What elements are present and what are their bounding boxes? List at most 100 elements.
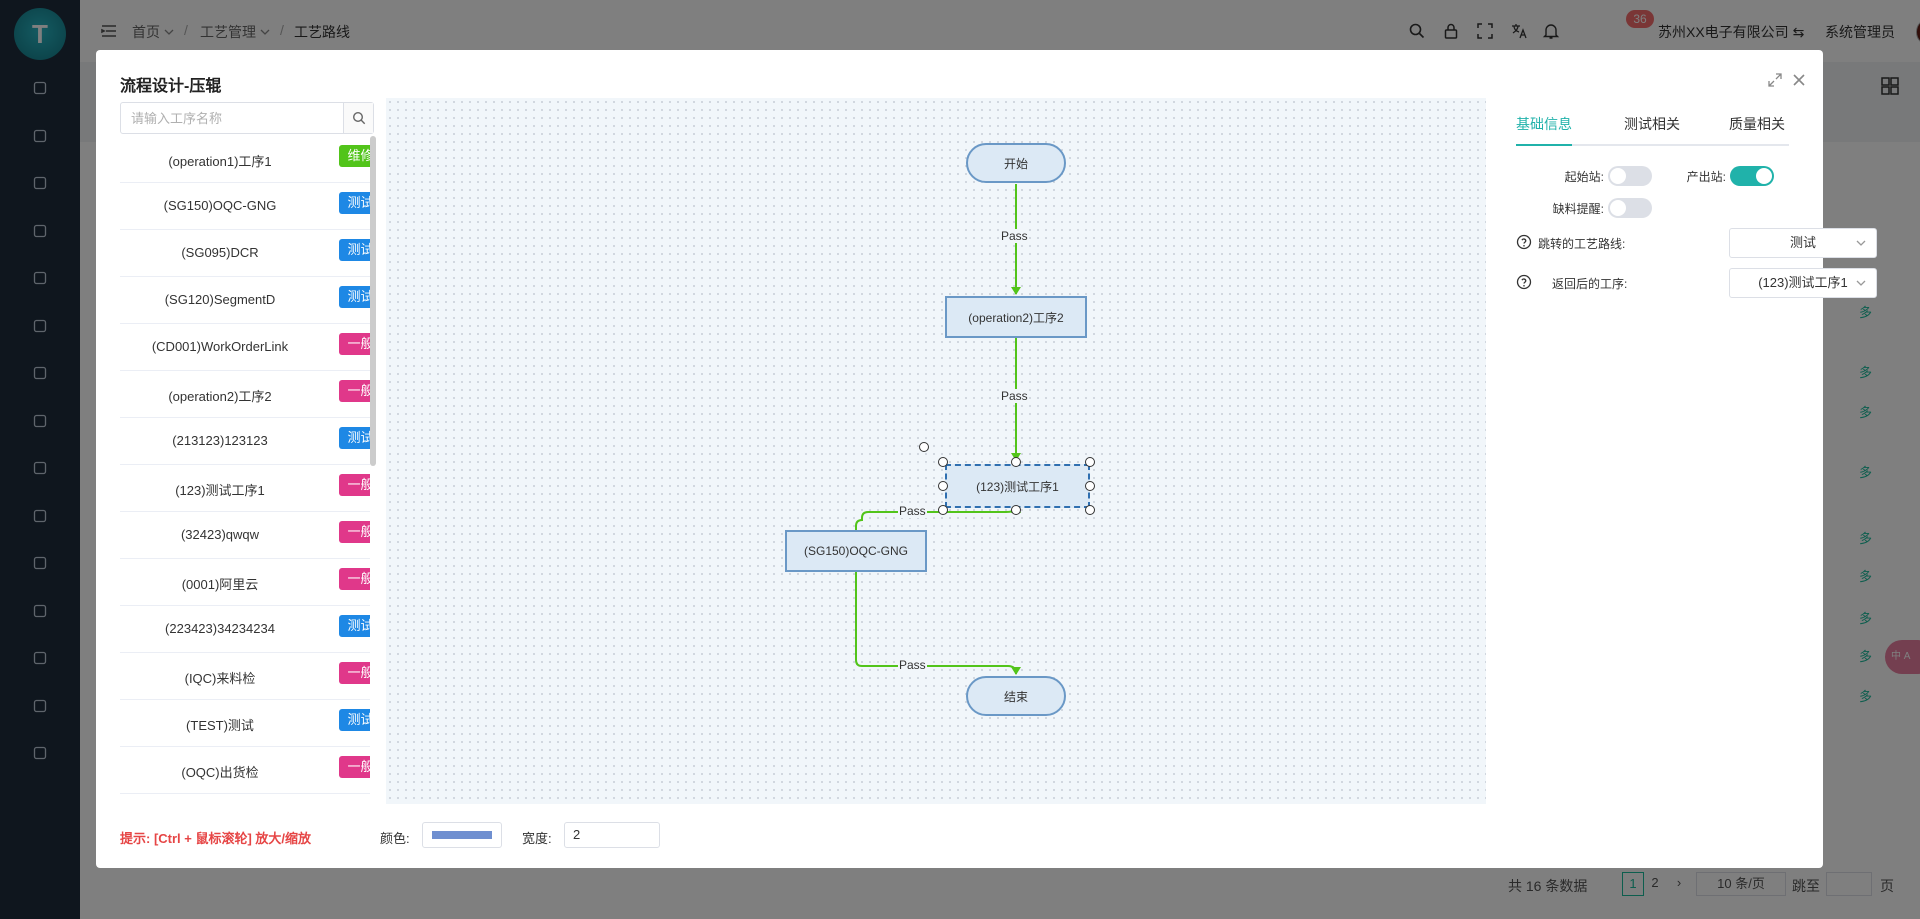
operation-type-tag: 测试 xyxy=(339,239,370,261)
operation-name: (SG120)SegmentD xyxy=(164,292,276,307)
close-icon[interactable] xyxy=(1790,71,1808,89)
jump-route-value: 测试 xyxy=(1789,235,1816,250)
switch-knob xyxy=(1610,168,1626,184)
tab-active-indicator xyxy=(1516,144,1572,146)
resize-handle-top-left[interactable] xyxy=(938,457,948,467)
operation-type-tag: 测试 xyxy=(339,192,370,214)
tab-basic-info[interactable]: 基础信息 xyxy=(1516,116,1572,132)
operation-name: (SG095)DCR xyxy=(181,245,259,260)
shortage-reminder-switch[interactable] xyxy=(1608,198,1652,218)
search-input[interactable] xyxy=(121,103,345,133)
operation-name: (123)测试工序1 xyxy=(175,483,265,498)
rotate-handle[interactable] xyxy=(919,442,929,452)
chevron-down-icon xyxy=(1856,240,1866,246)
jump-route-label: 跳转的工艺路线: xyxy=(1538,237,1626,251)
zoom-hint: 提示: [Ctrl + 鼠标滚轮] 放大/缩放 xyxy=(120,831,312,846)
tab-bar xyxy=(1516,144,1789,146)
operation-name: (SG150)OQC-GNG xyxy=(163,198,277,213)
operation-list-item[interactable]: (SG095)DCR 测试 xyxy=(120,230,370,277)
operation-name: (TEST)测试 xyxy=(186,718,254,733)
operation-list-item[interactable]: (0001)阿里云 一般 xyxy=(120,559,370,606)
operation-type-tag: 维修 xyxy=(339,145,370,167)
resize-handle-bottom-left[interactable] xyxy=(938,505,948,515)
edge-label-pass: Pass xyxy=(1000,229,1029,243)
operation-type-tag: 一般 xyxy=(339,380,370,402)
operation-name: (0001)阿里云 xyxy=(181,577,259,592)
operation-type-tag: 一般 xyxy=(339,662,370,684)
return-operation-label: 返回后的工序: xyxy=(1552,277,1628,291)
edge-label-pass: Pass xyxy=(898,504,927,518)
shortage-reminder-label: 缺料提醒: xyxy=(1552,202,1604,216)
operation-name: (213123)123123 xyxy=(172,433,268,448)
help-circle-icon[interactable] xyxy=(1516,234,1532,250)
return-operation-value: (123)测试工序1 xyxy=(1758,275,1848,290)
color-swatch xyxy=(432,831,492,839)
line-color-picker[interactable] xyxy=(422,822,502,848)
chevron-down-icon xyxy=(1856,280,1866,286)
operation-name: (operation2)工序2 xyxy=(168,389,272,404)
flow-canvas[interactable]: Pass Pass Pass Pass 开始 (operation2)工序2 (… xyxy=(386,98,1486,804)
operation-name: (223423)34234234 xyxy=(165,621,275,636)
edge-oqc-to-test1[interactable] xyxy=(855,505,1021,530)
operation-type-tag: 一般 xyxy=(339,756,370,778)
output-station-label: 产出站: xyxy=(1686,170,1726,184)
operation-search xyxy=(120,102,374,134)
operation-name: (32423)qwqw xyxy=(180,527,260,542)
operation-list-item[interactable]: (CD001)WorkOrderLink 一般 xyxy=(120,324,370,371)
return-operation-select[interactable]: (123)测试工序1 xyxy=(1729,268,1877,298)
edge-label-pass: Pass xyxy=(1000,389,1029,403)
resize-handle-top-right[interactable] xyxy=(1085,457,1095,467)
resize-handle-right[interactable] xyxy=(1085,481,1095,491)
operation-name: (OQC)出货检 xyxy=(181,765,259,780)
search-button[interactable] xyxy=(343,103,373,133)
operation-type-tag: 测试 xyxy=(339,615,370,637)
operation-list-item[interactable]: (operation1)工序1 维修 xyxy=(120,136,370,183)
output-station-switch[interactable] xyxy=(1730,166,1774,186)
resize-handle-left[interactable] xyxy=(938,481,948,491)
operation-name: (IQC)来料检 xyxy=(184,671,256,686)
color-label: 颜色: xyxy=(380,831,410,846)
operation-list-scrollbar[interactable] xyxy=(370,136,376,466)
operation-name: (operation1)工序1 xyxy=(168,154,272,169)
operation-type-tag: 测试 xyxy=(339,286,370,308)
line-width-input[interactable]: 2 xyxy=(564,822,660,848)
flow-node-end[interactable]: 结束 xyxy=(966,676,1066,716)
flow-node-start[interactable]: 开始 xyxy=(966,143,1066,183)
operation-list-item[interactable]: (operation2)工序2 一般 xyxy=(120,371,370,418)
switch-knob xyxy=(1610,200,1626,216)
switch-knob xyxy=(1756,168,1772,184)
operation-list-item[interactable]: (OQC)出货检 一般 xyxy=(120,747,370,794)
resize-handle-bottom[interactable] xyxy=(1011,505,1021,515)
flow-node-test-operation1[interactable]: (123)测试工序1 xyxy=(945,464,1090,508)
resize-handle-top[interactable] xyxy=(1011,457,1021,467)
help-circle-icon[interactable] xyxy=(1516,274,1532,290)
flow-edges xyxy=(855,184,1021,675)
flow-design-dialog: 流程设计-压辊 (operation1)工序1维修(SG150)OQC-GNG测… xyxy=(96,50,1877,868)
start-station-switch[interactable] xyxy=(1608,166,1652,186)
operation-list-item[interactable]: (SG150)OQC-GNG 测试 xyxy=(120,183,370,230)
width-label: 宽度: xyxy=(522,831,552,846)
operation-type-tag: 一般 xyxy=(339,333,370,355)
resize-handle-bottom-right[interactable] xyxy=(1085,505,1095,515)
operation-list-item[interactable]: (223423)34234234 测试 xyxy=(120,606,370,653)
operation-name: (CD001)WorkOrderLink xyxy=(151,339,289,354)
maximize-icon[interactable] xyxy=(1768,73,1782,87)
operation-list-item[interactable]: (IQC)来料检 一般 xyxy=(120,653,370,700)
operation-list-item[interactable]: (TEST)测试 测试 xyxy=(120,700,370,747)
flow-node-operation2[interactable]: (operation2)工序2 xyxy=(945,296,1087,338)
tab-quality[interactable]: 质量相关 xyxy=(1729,116,1785,132)
operation-type-tag: 测试 xyxy=(339,427,370,449)
operation-type-tag: 测试 xyxy=(339,709,370,731)
edge-label-pass: Pass xyxy=(898,658,927,672)
tab-test[interactable]: 测试相关 xyxy=(1624,116,1680,132)
operation-list-item[interactable]: (SG120)SegmentD 测试 xyxy=(120,277,370,324)
jump-route-select[interactable]: 测试 xyxy=(1729,228,1877,258)
operation-list-item[interactable]: (213123)123123 测试 xyxy=(120,418,370,465)
operation-list-item[interactable] xyxy=(120,794,370,810)
edge-oqc-to-end[interactable] xyxy=(855,570,1021,675)
operation-type-tag: 一般 xyxy=(339,568,370,590)
flow-node-oqc-gng[interactable]: (SG150)OQC-GNG xyxy=(785,530,927,572)
